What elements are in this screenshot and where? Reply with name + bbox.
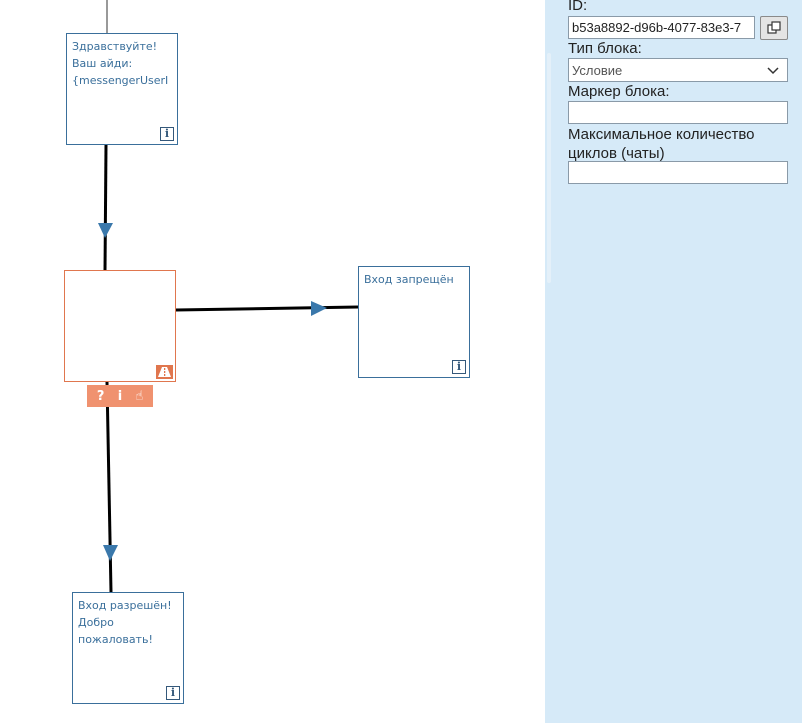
block-allowed[interactable]: Вход разрешён! Добро пожаловать! i xyxy=(72,592,184,704)
block-condition[interactable] xyxy=(64,270,176,382)
flow-canvas[interactable]: Здравствуйте! Ваш айди: {messengerUserI … xyxy=(0,0,545,723)
chevron-down-icon xyxy=(767,67,779,75)
block-marker-field[interactable] xyxy=(568,101,788,124)
copy-icon xyxy=(767,21,781,34)
block-greeting-text: Здравствуйте! Ваш айди: {messengerUserI xyxy=(72,40,169,87)
help-question-icon[interactable]: ? xyxy=(96,388,105,404)
arrow-head-down-2 xyxy=(103,545,118,561)
block-greeting[interactable]: Здравствуйте! Ваш айди: {messengerUserI … xyxy=(66,33,178,145)
connector-condition-to-allowed[interactable] xyxy=(105,381,113,593)
road-warning-icon xyxy=(156,365,173,379)
panel-scrollbar[interactable] xyxy=(547,53,551,283)
copy-id-button[interactable] xyxy=(760,16,788,40)
block-marker-label: Маркер блока: xyxy=(568,83,670,100)
info-icon[interactable]: i xyxy=(117,388,123,404)
info-icon[interactable]: i xyxy=(166,686,180,700)
condition-toolbar: ? i ☝ xyxy=(87,385,153,407)
block-denied[interactable]: Вход запрещён i xyxy=(358,266,470,378)
max-cycles-field[interactable] xyxy=(568,161,788,184)
info-icon[interactable]: i xyxy=(160,127,174,141)
info-icon[interactable]: i xyxy=(452,360,466,374)
arrow-head-down-1 xyxy=(98,223,113,238)
max-cycles-label: Максимальное количество циклов (чаты) xyxy=(568,126,755,162)
hand-pointer-icon[interactable]: ☝ xyxy=(135,388,144,404)
arrow-head-right xyxy=(311,301,327,316)
block-type-label: Тип блока: xyxy=(568,40,642,57)
block-condition-text xyxy=(65,271,175,279)
id-field[interactable] xyxy=(568,16,755,39)
connectors-layer xyxy=(98,0,359,593)
block-type-value: Условие xyxy=(572,63,623,78)
block-denied-text: Вход запрещён xyxy=(364,273,454,286)
connector-condition-to-denied[interactable] xyxy=(175,305,359,312)
connector-greeting-to-condition[interactable] xyxy=(103,144,108,272)
properties-panel: ID: Тип блока: Условие Маркер блока: Мак… xyxy=(545,0,802,723)
block-allowed-text: Вход разрешён! Добро пожаловать! xyxy=(78,599,172,646)
id-label: ID: xyxy=(568,0,588,14)
block-type-select[interactable]: Условие xyxy=(568,58,788,82)
